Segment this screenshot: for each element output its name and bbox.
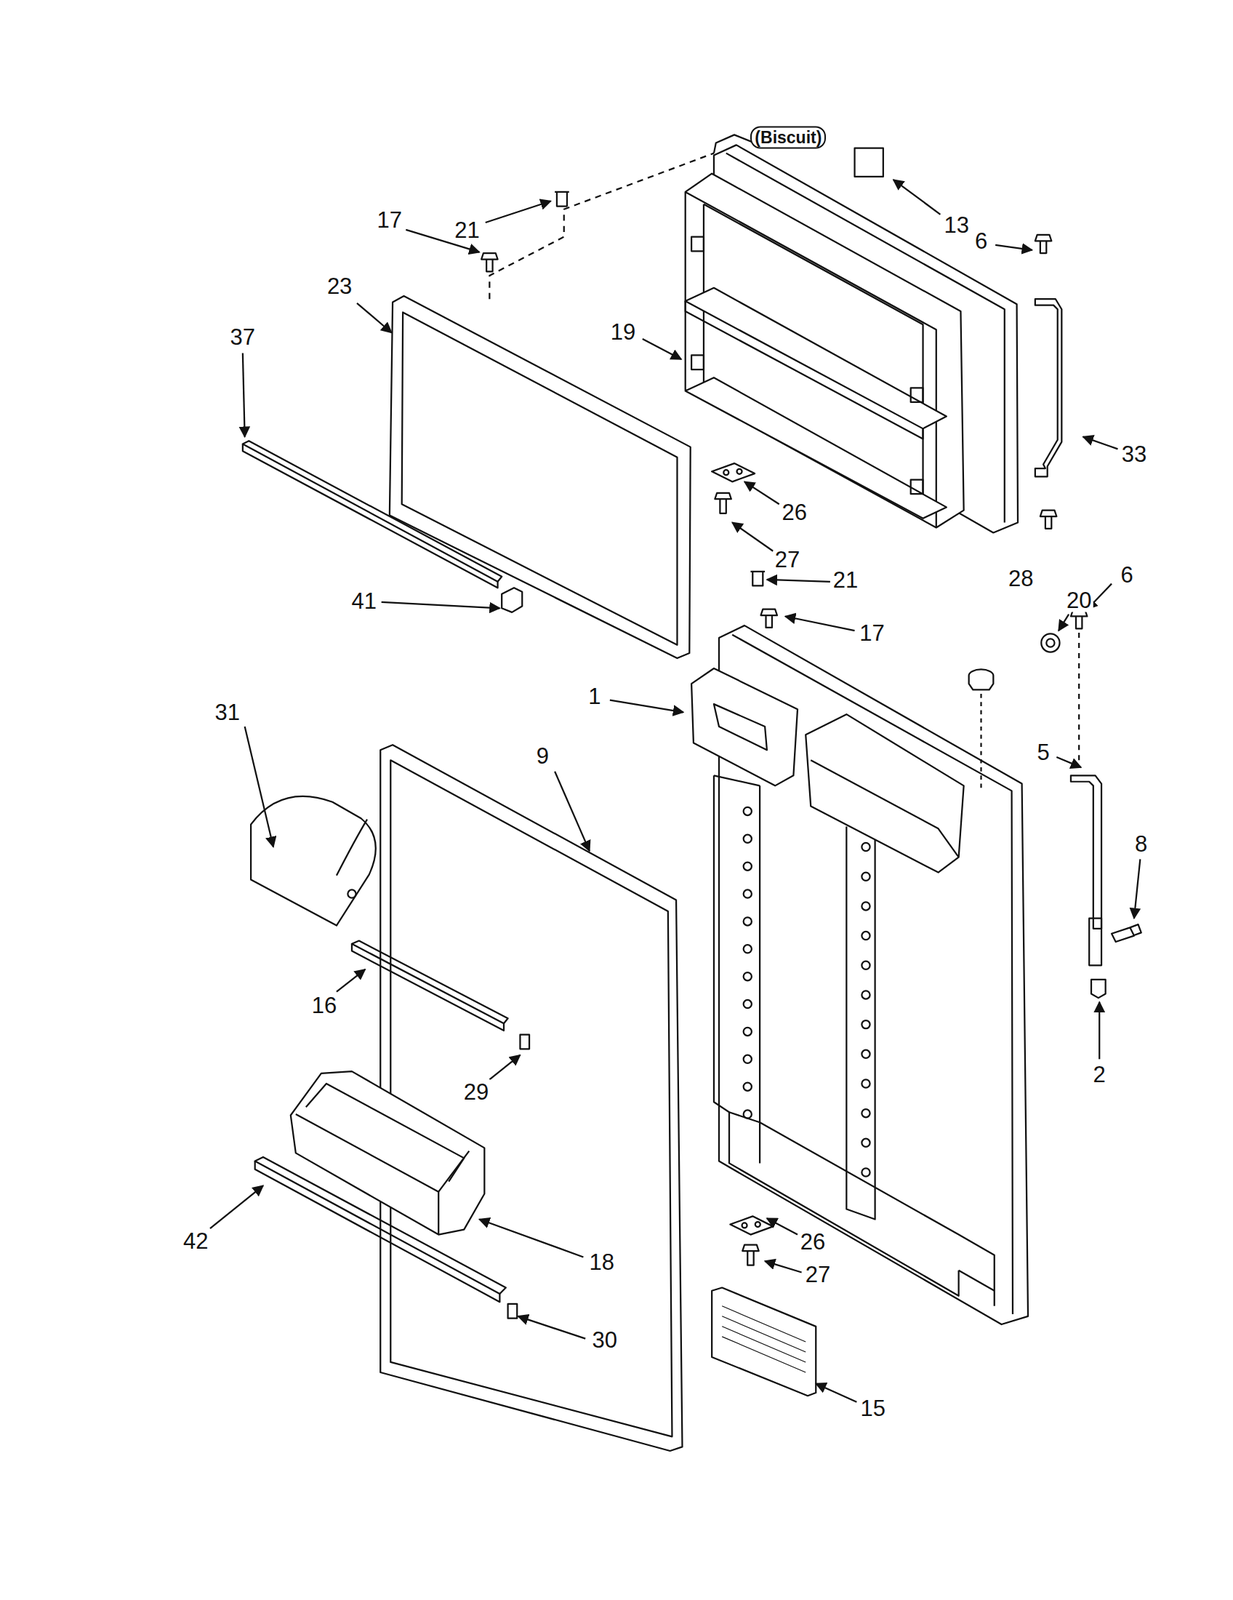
- callout-number: 26: [780, 500, 809, 525]
- rail-dot: [861, 990, 870, 999]
- callout-number: 23: [325, 273, 354, 298]
- callout-number: 27: [773, 546, 802, 571]
- rail-dot: [861, 1167, 870, 1176]
- rail-dot: [743, 999, 752, 1008]
- rail-dot: [743, 889, 752, 898]
- rail-dot: [743, 862, 752, 871]
- callout-number: 6: [1118, 561, 1135, 586]
- callout-number: 19: [609, 319, 637, 344]
- callout-number: 17: [857, 620, 886, 645]
- callout-number: 9: [535, 743, 551, 768]
- rail-dot: [743, 972, 752, 981]
- rail-dot: [743, 834, 752, 843]
- callout-number: 28: [1006, 566, 1035, 591]
- callout-number: 33: [1120, 442, 1148, 467]
- callout-number: 29: [462, 1079, 491, 1104]
- callout-number: 37: [229, 324, 257, 349]
- callout-number: 27: [804, 1262, 832, 1287]
- callout-number: 2: [1091, 1062, 1108, 1087]
- callout-number: 8: [1133, 831, 1149, 856]
- callout-number: 41: [350, 588, 379, 613]
- callout-number: 21: [831, 567, 860, 592]
- rail-dot: [861, 961, 870, 970]
- callout-number: 5: [1035, 739, 1051, 764]
- callout-number: 17: [375, 207, 404, 232]
- callout-number: 42: [181, 1227, 210, 1252]
- callout-number: 30: [591, 1326, 619, 1351]
- callout-number: 13: [942, 212, 971, 237]
- callout-number: 1: [586, 683, 602, 708]
- rail-dot: [861, 872, 870, 881]
- rail-dot: [861, 1078, 870, 1087]
- rail-dot: [861, 1138, 870, 1147]
- callout-number: 6: [973, 229, 989, 253]
- rail-dot: [743, 806, 752, 815]
- callout-number: 21: [452, 217, 481, 242]
- rail-dot: [743, 916, 752, 925]
- callout-number: 16: [310, 992, 339, 1017]
- rail-dot: [861, 901, 870, 910]
- rail-dot: [861, 931, 870, 940]
- rail-dot: [743, 1054, 752, 1063]
- rail-dot: [743, 944, 752, 953]
- rail-dot: [861, 1108, 870, 1117]
- callout-number: 20: [1065, 587, 1093, 612]
- callout-number: 15: [859, 1395, 887, 1420]
- rail-dot: [861, 1049, 870, 1058]
- callout-number: 18: [587, 1249, 616, 1274]
- callout-number: 26: [798, 1229, 827, 1254]
- rail-dot: [743, 1027, 752, 1036]
- rail-dot: [743, 1082, 752, 1091]
- color-note: (Biscuit): [750, 126, 826, 150]
- rail-dot: [861, 842, 870, 851]
- rail-dot: [861, 1019, 870, 1028]
- rail-dot: [743, 1109, 752, 1118]
- callout-number: 31: [213, 700, 242, 725]
